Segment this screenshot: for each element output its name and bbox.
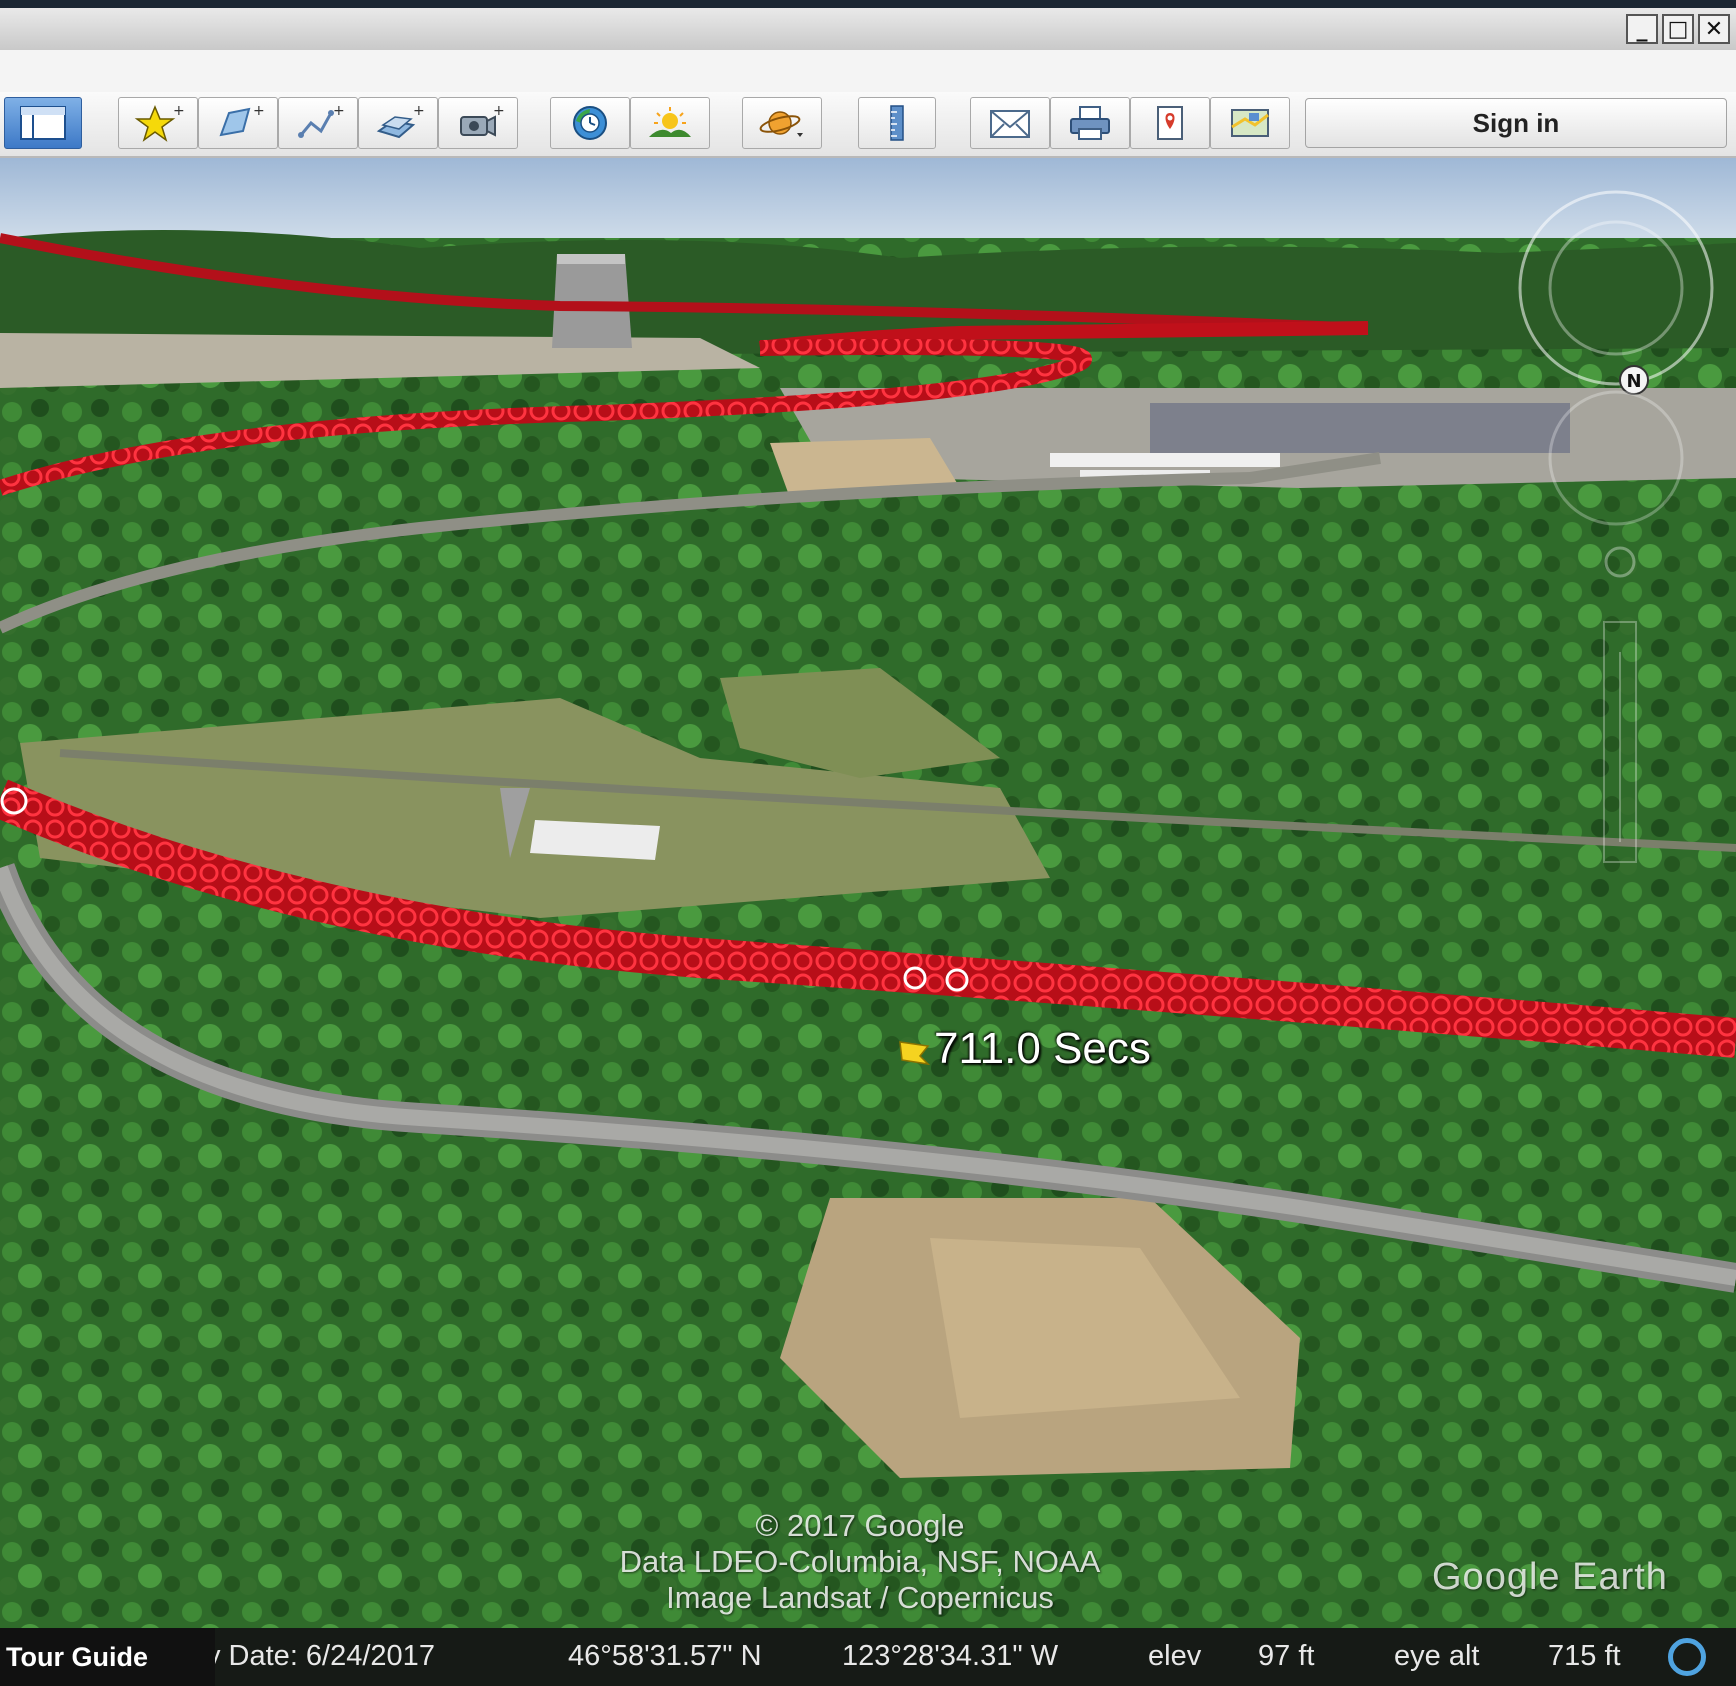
move-joystick[interactable] (1548, 390, 1684, 526)
email-icon (985, 103, 1035, 143)
elevation-value: 97 ft (1258, 1640, 1315, 1672)
longitude-readout: 123°28'34.31" W (842, 1640, 1059, 1672)
print-icon (1065, 103, 1115, 143)
save-to-maps-button[interactable] (1130, 97, 1210, 149)
add-path-button[interactable]: + (278, 97, 358, 149)
window-top-border (0, 0, 1736, 8)
add-path-icon: + (293, 103, 345, 143)
record-tour-button[interactable]: + (438, 97, 518, 149)
attribution-image: Image Landsat / Copernicus (666, 1580, 1054, 1615)
add-image-overlay-icon: + (373, 103, 425, 143)
svg-text:+: + (173, 103, 185, 119)
map-view[interactable]: 711.0 Secs N © 2017 Google Data LDEO-Col… (0, 158, 1736, 1628)
svg-text:+: + (493, 103, 505, 119)
status-bar: y Date: 6/24/2017 Tour Guide 46°58'31.57… (0, 1628, 1736, 1686)
imagery-date: y Date: 6/24/2017 (206, 1640, 435, 1672)
add-image-overlay-button[interactable]: + (358, 97, 438, 149)
add-placemark-icon: + (133, 103, 185, 143)
view-in-maps-button[interactable] (1210, 97, 1290, 149)
window-controls: _ □ ✕ (1626, 14, 1730, 44)
sign-in-button[interactable]: Sign in (1305, 98, 1727, 148)
elevation-label: elev (1148, 1640, 1202, 1672)
email-button[interactable] (970, 97, 1050, 149)
tour-guide-button[interactable]: Tour Guide (0, 1628, 215, 1686)
print-button[interactable] (1050, 97, 1130, 149)
attribution-copyright: © 2017 Google (755, 1508, 965, 1543)
placemark-flag-icon[interactable] (898, 1038, 932, 1068)
add-polygon-icon: + (213, 103, 265, 143)
eye-altitude-value: 715 ft (1548, 1640, 1621, 1672)
add-polygon-button[interactable]: + (198, 97, 278, 149)
attribution-data: Data LDEO-Columbia, NSF, NOAA (619, 1544, 1101, 1579)
planet-switch-button[interactable] (742, 97, 822, 149)
record-tour-icon: + (453, 103, 505, 143)
toolbar: + + + + + (0, 92, 1736, 158)
latitude-readout: 46°58'31.57" N (568, 1640, 762, 1672)
sunlight-icon (645, 103, 695, 143)
svg-text:N: N (1626, 371, 1641, 392)
streaming-status-icon (1668, 1638, 1706, 1676)
svg-text:+: + (413, 103, 425, 119)
eye-altitude-label: eye alt (1394, 1640, 1480, 1672)
look-joystick[interactable] (1518, 190, 1714, 386)
zoom-slider[interactable] (1603, 621, 1637, 863)
historical-imagery-icon (567, 103, 613, 143)
svg-text:+: + (253, 103, 265, 119)
ruler-icon (882, 103, 912, 143)
close-button[interactable]: ✕ (1698, 14, 1730, 44)
historical-imagery-button[interactable] (550, 97, 630, 149)
planet-switch-icon (757, 103, 807, 143)
ruler-button[interactable] (858, 97, 936, 149)
google-earth-logo: Google Earth (1432, 1556, 1668, 1598)
sidebar-toggle-icon (19, 105, 67, 141)
terrain-imagery (0, 158, 1736, 1628)
menu-strip (0, 50, 1736, 93)
view-in-maps-icon (1227, 103, 1273, 143)
pegman-icon[interactable] (1604, 546, 1636, 578)
navigation-controls[interactable]: N (1508, 182, 1718, 902)
svg-text:+: + (333, 103, 345, 119)
track-time-label[interactable]: 711.0 Secs (934, 1024, 1151, 1073)
title-bar: _ □ ✕ (0, 8, 1736, 50)
sidebar-toggle-button[interactable] (4, 97, 82, 149)
add-placemark-button[interactable]: + (118, 97, 198, 149)
sunlight-button[interactable] (630, 97, 710, 149)
save-to-maps-icon (1150, 103, 1190, 143)
minimize-button[interactable]: _ (1626, 14, 1658, 44)
imagery-attribution: © 2017 Google Data LDEO-Columbia, NSF, N… (520, 1508, 1200, 1616)
maximize-button[interactable]: □ (1662, 14, 1694, 44)
compass-north-icon[interactable]: N (1619, 365, 1649, 395)
